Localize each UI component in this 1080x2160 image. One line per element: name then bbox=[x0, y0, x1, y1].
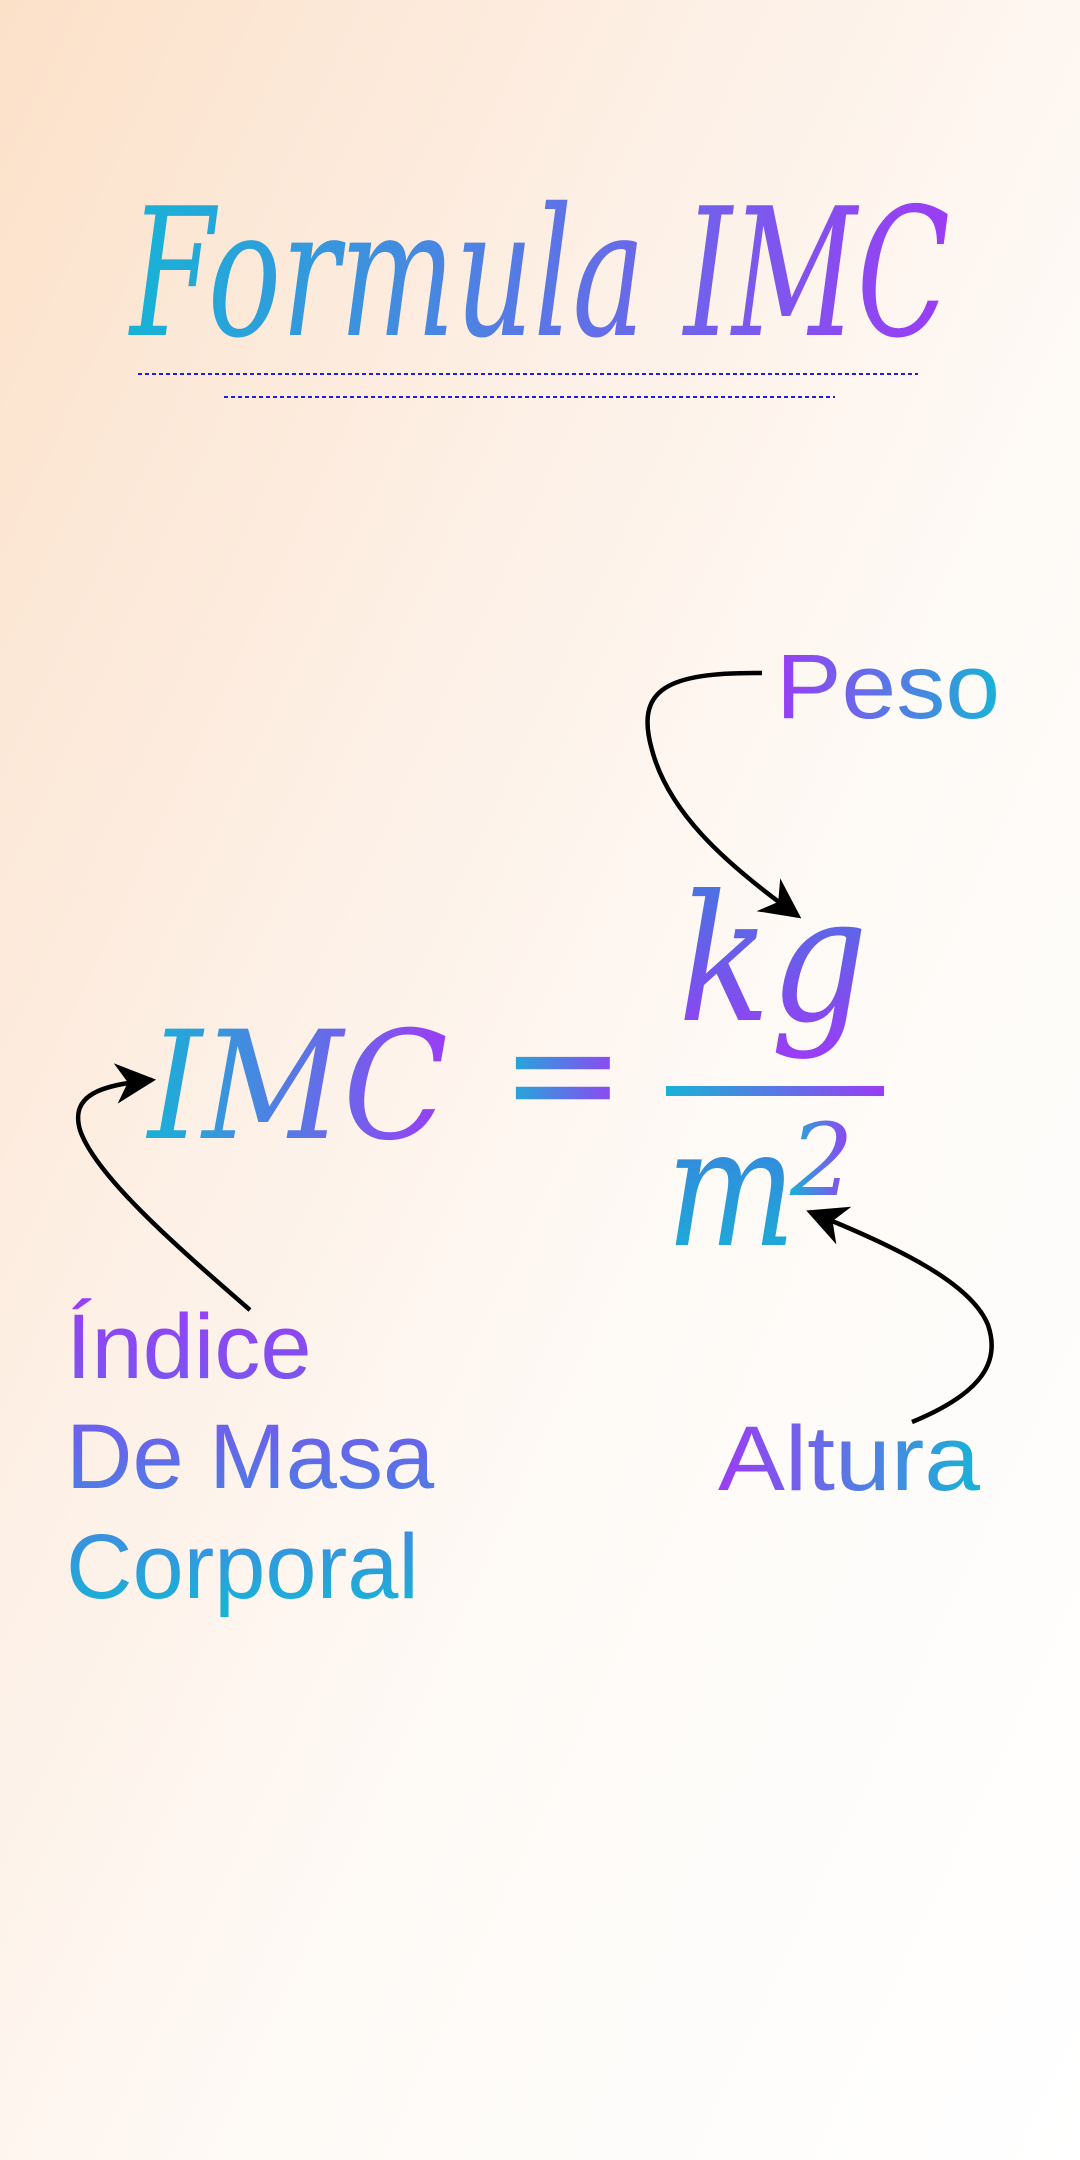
arrow-indice-to-imc bbox=[76, 1063, 252, 1312]
fraction-bar bbox=[666, 1086, 884, 1096]
label-altura: Altura bbox=[718, 1408, 981, 1510]
formula-numerator: kg bbox=[678, 859, 868, 1062]
arrow-altura-to-m2 bbox=[806, 1206, 994, 1425]
formula-lhs: IMC bbox=[145, 1000, 448, 1174]
label-indice-masa-corporal: Índice De Masa Corporal bbox=[66, 1296, 460, 1618]
page-title: Formula IMC bbox=[128, 170, 950, 377]
arrow-peso-to-kg bbox=[645, 670, 802, 919]
label-indice-line-3: Corporal bbox=[66, 1516, 419, 1618]
formula-equals: = bbox=[500, 987, 626, 1161]
formula-denominator-exponent: 2 bbox=[789, 1102, 854, 1219]
formula-denominator-base: m bbox=[666, 1092, 796, 1284]
label-indice-line-1: Índice bbox=[66, 1296, 312, 1398]
label-indice-line-2: De Masa bbox=[66, 1406, 435, 1508]
label-peso: Peso bbox=[776, 636, 1000, 738]
